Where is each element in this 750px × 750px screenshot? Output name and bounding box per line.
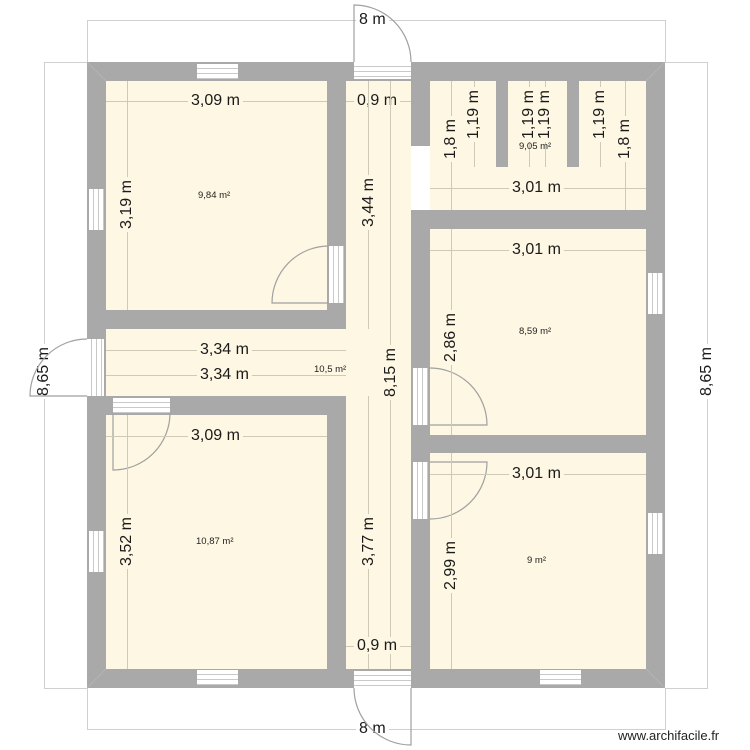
top-left-room-area: 9,84 m² (198, 190, 231, 201)
right-bottom-room-area: 9 m² (527, 555, 546, 566)
top-left-room-width-label: 3,09 m (188, 92, 243, 109)
wc-height-label-3: 1,19 m (520, 87, 537, 142)
wc-width-label: 3,01 m (509, 179, 564, 196)
door-frame-top-left-room (329, 246, 344, 303)
door-arc-left-exterior (29, 338, 88, 397)
wc-partition-2 (567, 81, 579, 167)
wc-height-label-1: 1,8 m (442, 115, 459, 162)
window-right-middle-room (648, 273, 663, 314)
right-middle-room-area: 8,59 m² (519, 326, 552, 337)
room-bottom-left-floor (106, 415, 327, 669)
bottom-left-room-area: 10,87 m² (196, 536, 234, 547)
right-bottom-room-height-label: 2,99 m (442, 538, 459, 593)
watermark: www.archifacile.fr (618, 728, 720, 743)
window-top-left-room (197, 64, 238, 79)
corridor-bottom-width-label: 0,9 m (354, 637, 401, 654)
bottom-left-room-width-label: 3,09 m (188, 427, 243, 444)
hall-width-label-1: 3,34 m (197, 341, 252, 358)
overall-width-bottom-label: 8 m (356, 720, 389, 737)
door-arc-right-bottom-room (429, 461, 488, 520)
window-bottom-right-room (540, 670, 581, 685)
hallway-floor (106, 329, 346, 396)
door-arc-entrance-top (353, 4, 412, 63)
door-frame-entrance-top (354, 62, 411, 79)
overall-width-top-label: 8 m (356, 11, 389, 28)
overall-height-left-ext-bottom (44, 688, 87, 689)
window-bottom-left-room (197, 670, 238, 685)
right-bottom-room-width-label: 3,01 m (509, 465, 564, 482)
overall-height-left-ext-top (44, 62, 87, 63)
corridor-area: 10,5 m² (314, 364, 347, 375)
door-arc-bottom-left-room (112, 412, 171, 471)
right-middle-room-width-label: 3,01 m (509, 241, 564, 258)
wc-height-label-2: 1,19 m (465, 87, 482, 142)
wc-height-label-5: 1,19 m (591, 87, 608, 142)
bottom-left-room-height-label: 3,52 m (118, 514, 135, 569)
overall-width-bottom-ext-right (665, 688, 666, 730)
overall-height-right-ext-bottom (665, 688, 708, 689)
corridor-top-segment-label: 3,44 m (360, 175, 377, 230)
wc-height-label-6: 1,8 m (616, 115, 633, 162)
wc-area: 9,05 m² (519, 141, 552, 152)
wc-height-label-4: 1,19 m (536, 87, 553, 142)
corridor-bottom-segment-label: 3,77 m (360, 514, 377, 569)
window-left-room-bottom-left (89, 531, 104, 572)
door-frame-right-bottom-room (413, 462, 428, 519)
door-frame-right-middle-room (413, 368, 428, 425)
overall-height-right-ext-top (665, 62, 708, 63)
window-left-room-top-left (89, 189, 104, 230)
door-frame-left-exterior (87, 339, 104, 396)
overall-width-top-ext-left (87, 20, 88, 62)
room-right-middle-floor (430, 229, 646, 435)
overall-width-bottom-ext-left (87, 688, 88, 730)
hall-width-label-2: 3,34 m (197, 366, 252, 383)
corridor-total-label: 8,15 m (382, 345, 399, 400)
door-frame-entrance-bottom (354, 671, 411, 688)
door-arc-right-middle-room (429, 367, 488, 426)
wc-partition-1 (496, 81, 508, 167)
room-right-bottom-floor (430, 453, 646, 669)
room-top-left-floor (106, 81, 327, 310)
right-middle-room-height-label: 2,86 m (442, 310, 459, 365)
door-arc-top-left-room (271, 245, 330, 304)
wc-passage-opening (411, 146, 430, 210)
door-arc-entrance-bottom (353, 687, 412, 746)
top-left-room-height-label: 3,19 m (118, 177, 135, 232)
door-frame-bottom-left-room (113, 398, 170, 413)
corridor-floor (346, 81, 411, 669)
overall-width-top-ext-right (665, 20, 666, 62)
window-right-bottom-room (648, 513, 663, 554)
corridor-top-width-label: 0,9 m (354, 92, 401, 109)
